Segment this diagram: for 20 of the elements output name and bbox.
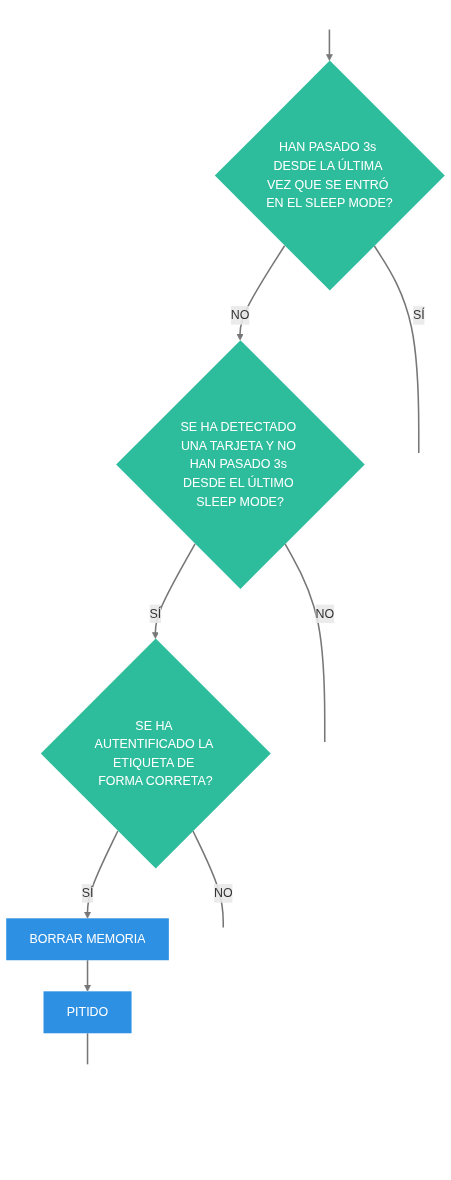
node-box: PITIDO: [43, 991, 132, 1034]
edge-label: NO: [213, 886, 233, 900]
arrow: [84, 830, 119, 919]
connector: [86, 1032, 89, 1066]
node-box: BORRAR MEMORIA: [6, 918, 169, 961]
edge-label: NO: [230, 308, 250, 322]
connector: [192, 830, 224, 929]
connector: [284, 543, 326, 743]
node-diamond: SE HA DETECTADO UNA TARJETA Y NO HAN PASADO 3s DESDE EL ÚLTIMO SLEEP MODE?: [116, 340, 365, 589]
arrow: [151, 543, 196, 639]
edge-label: SÍ: [149, 606, 162, 620]
arrow: [236, 244, 286, 341]
arrow: [326, 28, 333, 61]
edge-label: SÍ: [81, 886, 94, 900]
connector: [373, 244, 420, 454]
arrow: [84, 959, 91, 992]
node-diamond: HAN PASADO 3s DESDE LA ÚLTIMA VEZ QUE SE ENTRÓ EN EL SLEEP MODE?: [214, 60, 445, 291]
edge-label: NO: [315, 606, 335, 620]
edge-label: SÍ: [412, 308, 425, 322]
node-diamond: SE HA AUTENTIFICADO LA ETIQUETA DE FORMA CORRETA?: [40, 638, 271, 869]
